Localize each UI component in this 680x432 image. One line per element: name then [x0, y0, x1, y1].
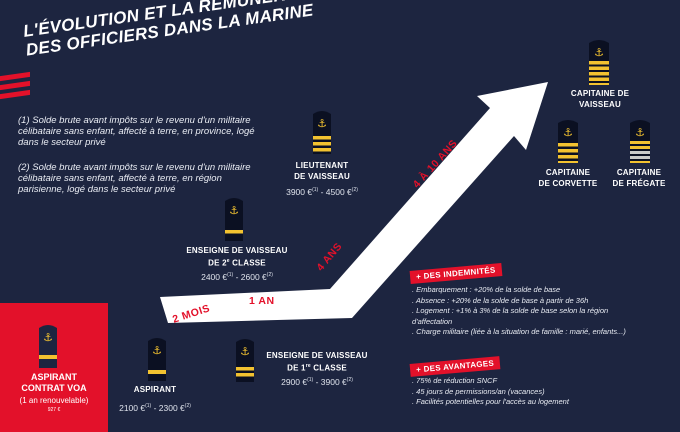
list-item: . 45 jours de permissions/an (vacances) [412, 386, 545, 396]
rank-lieutenant: LIEUTENANT DE VAISSEAU [294, 161, 350, 181]
list-item: . Absence : +20% de la solde de base à p… [412, 295, 589, 305]
list-item: . Logement : +1% à 3% de la solde de bas… [412, 306, 609, 315]
rank-ev2: ENSEIGNE DE VAISSEAU DE 2e CLASSE [186, 246, 288, 268]
epaulette-capitaine-corvette: ⚓ [558, 120, 578, 163]
arrow-label-1-an: 1 AN [249, 295, 275, 307]
indemnites-box: + DES INDEMNITÉS [409, 263, 503, 284]
list-item: . Embarquement : +20% de la solde de bas… [412, 285, 561, 294]
anchor-icon: ⚓ [563, 126, 573, 139]
avantages-box: + DES AVANTAGES [409, 356, 501, 377]
salary-aspirant: 2100 €(1) - 2300 €(2) [119, 403, 191, 413]
anchor-icon: ⚓ [152, 344, 162, 357]
aspirant-voa-title: ASPIRANT CONTRAT VOA [21, 372, 87, 393]
avantages-list: . 75% de réduction SNCF . 45 jours de pe… [412, 376, 674, 408]
epaulette-capitaine-fregate: ⚓ [630, 120, 650, 163]
list-item: . Facilités potentielles pour l'accès au… [412, 397, 569, 406]
list-item: d'affectation [412, 316, 453, 326]
rank-capitaine-vaisseau: CAPITAINE DE VAISSEAU [570, 89, 630, 109]
salary-ev1: 2900 €(1) - 3900 €(2) [281, 377, 353, 387]
list-item: . 75% de réduction SNCF [412, 376, 498, 385]
list-item: . Charge militaire (liée à la situation … [412, 327, 626, 336]
note-1: (1) Solde brute avant impôts sur le reve… [18, 115, 255, 148]
avantages-title: + DES AVANTAGES [409, 356, 501, 377]
salary-ev2: 2400 €(1) - 2600 €(2) [201, 272, 273, 282]
epaulette-aspirant: ⚓ [148, 338, 166, 381]
note-2: (2) Solde brute avant impôts sur le reve… [18, 162, 251, 195]
rank-capitaine-corvette: CAPITAINE DE CORVETTE [538, 168, 598, 188]
aspirant-voa-salary: 927 € [47, 407, 61, 413]
rank-capitaine-fregate: CAPITAINE DE FRÉGATE [612, 168, 666, 188]
anchor-icon: ⚓ [317, 117, 327, 130]
salary-lieutenant: 3900 €(1) - 4500 €(2) [286, 187, 358, 197]
epaulette-capitaine-vaisseau: ⚓ [589, 40, 609, 85]
rank-aspirant: ASPIRANT [133, 385, 177, 394]
rank-ev1: ENSEIGNE DE VAISSEAU DE 1re CLASSE [266, 351, 368, 373]
indemnites-list: . Embarquement : +20% de la solde de bas… [412, 285, 674, 338]
aspirant-voa-duration: (1 an renouvelable) [19, 396, 89, 405]
indemnites-title: + DES INDEMNITÉS [409, 263, 503, 284]
anchor-icon: ⚓ [43, 331, 53, 344]
epaulette-ev2: ⚓ [225, 198, 243, 241]
anchor-icon: ⚓ [635, 126, 645, 139]
epaulette-aspirant-voa: ⚓ [39, 325, 57, 368]
anchor-icon: ⚓ [240, 345, 250, 358]
anchor-icon: ⚓ [229, 204, 239, 217]
epaulette-lieutenant: ⚓ [313, 111, 331, 154]
anchor-icon: ⚓ [594, 46, 604, 59]
epaulette-ev1: ⚓ [236, 339, 254, 382]
